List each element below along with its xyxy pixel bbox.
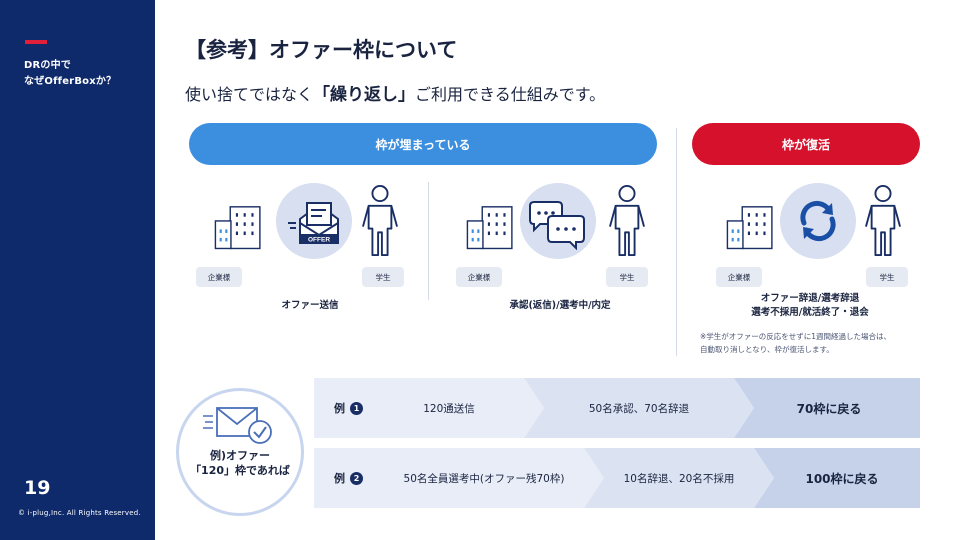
page-subtitle: 使い捨てではなく「繰り返し」ご利用できる仕組みです。 [185,80,605,105]
offer-envelope-icon: OFFER [288,202,339,244]
scene-caption-line: オファー辞退/選考辞退 [760,293,860,304]
subtitle-emphasis: 「繰り返し」 [313,85,416,105]
section-label: DRの中で なぜOfferBoxか？ [24,58,116,90]
refresh-circle [780,183,856,259]
student-tag: 学生 [606,267,648,287]
student-tag: 学生 [362,267,404,287]
example-row-chevrons [314,378,920,438]
example-step2: 50名承認、70名辞退 [588,402,690,415]
note-line: ※学生がオファーの反応をせずに1週間経過した場合は、 [700,332,892,341]
example-number-badge: 2 [350,471,363,485]
example-row-chevrons [314,448,920,508]
example-step1: 50名全員選考中(オファー残70枠) [403,472,565,485]
company-building-icon [214,206,261,250]
student-tag: 学生 [866,267,908,287]
scene-caption: オファー送信 [230,299,390,313]
example-number-badge: 1 [350,401,363,415]
subtitle-before: 使い捨てではなく [185,85,314,104]
company-tag: 企業様 [456,267,502,287]
scene-caption: オファー辞退/選考辞退 選考不採用/就活終了・退会 [720,292,900,320]
company-building-icon [466,206,513,250]
bubble-line: 例)オファー [209,449,271,462]
divider [676,128,677,356]
student-person-icon [362,185,398,257]
page-number: 19 [24,477,51,499]
chat-bubbles-icon [529,201,585,250]
page-title: 【参考】オファー枠について [185,38,458,62]
company-tag: 企業様 [716,267,762,287]
example-step2: 10名辞退、20名不採用 [623,472,735,485]
example-step1: 120通送信 [423,402,475,415]
note-line: 自動取り消しとなり、枠が復活します。 [700,345,834,354]
copyright: © i-plug,Inc. All Rights Reserved. [18,509,141,517]
subtitle-after: ご利用できる仕組みです。 [415,85,606,104]
offer-envelope-label: OFFER [308,237,330,244]
section-label-line2: なぜOfferBoxか？ [24,76,117,87]
restored-status-pill: 枠が復活 [692,123,920,165]
scene-caption-line: 選考不採用/就活終了・退会 [751,307,869,318]
example-result: 100枠に戻る [805,471,879,486]
bubble-line: 「120」枠であれば [190,464,290,477]
auto-cancel-note: ※学生がオファーの反応をせずに1週間経過した場合は、 自動取り消しとなり、枠が復… [700,330,950,356]
divider [428,182,429,300]
example-label-text: 例 [334,402,345,415]
filled-status-pill: 枠が埋まっている [189,123,657,165]
sidebar-accent-bar [25,40,47,44]
student-person-icon [865,185,901,257]
sidebar: DRの中で なぜOfferBoxか？ 19 © i-plug,Inc. All … [0,0,155,540]
company-tag: 企業様 [196,267,242,287]
company-building-icon [726,206,773,250]
scene-caption-line: 承認(返信)/選考中/内定 [509,300,611,311]
refresh-icon [800,200,836,242]
student-person-icon [609,185,645,257]
scene-caption: 承認(返信)/選考中/内定 [470,299,650,313]
example-label-text: 例 [334,472,345,485]
mail-check-icon [203,407,272,444]
scene-caption-line: オファー送信 [281,300,339,311]
example-bubble-text: 例)オファー 「120」枠であれば [178,448,302,478]
section-label-line1: DRの中で [24,60,72,71]
example-result: 70枠に戻る [796,401,862,416]
